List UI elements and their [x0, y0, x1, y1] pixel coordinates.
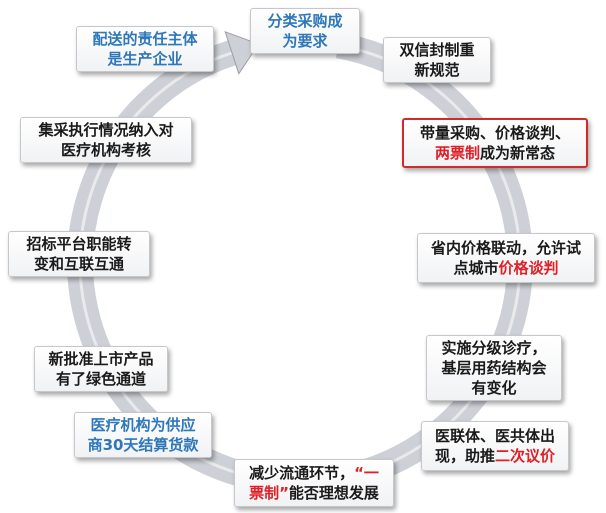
step-text: 带量采购、价格谈判、两票制成为新常态: [420, 123, 570, 163]
step-procurement-assessment: 集采执行情况纳入对医疗机构考核: [20, 117, 192, 163]
step-text-line: 两票制成为新常态: [420, 143, 570, 163]
step-text-line: 双信封制重: [399, 40, 474, 60]
step-thirty-day-payment: 医疗机构为供应商30天结算货款: [74, 412, 212, 458]
step-volume-procurement: 带量采购、价格谈判、两票制成为新常态: [402, 118, 588, 168]
step-text-segment: 商30天结算货款: [87, 436, 199, 454]
step-text-segment: 成为新常态: [479, 144, 555, 162]
step-text-segment: 带量采购、价格谈判、: [419, 124, 570, 142]
step-text-segment: 实施分级诊疗，: [441, 339, 547, 357]
step-text-line: 招标平台职能转: [26, 234, 131, 254]
step-provincial-price-linkage: 省内价格联动，允许试点城市价格谈判: [417, 233, 595, 283]
step-text-line: 实施分级诊疗，: [441, 338, 546, 358]
step-text-line: 商30天结算货款: [88, 435, 199, 455]
step-text-segment: 变和互联互通: [33, 255, 124, 273]
highlighted-text: 票制”: [249, 484, 289, 502]
step-text: 省内价格联动，允许试点城市价格谈判: [431, 238, 581, 278]
step-text-segment: 新批准上市产品: [48, 350, 154, 368]
step-green-channel: 新批准上市产品有了绿色通道: [34, 346, 168, 392]
step-text: 减少流通环节，“一票制”能否理想发展: [249, 463, 379, 503]
step-text-line: 带量采购、价格谈判、: [420, 123, 570, 143]
step-text-line: 省内价格联动，允许试: [431, 238, 581, 258]
highlighted-text: “一: [354, 464, 379, 482]
step-text: 双信封制重新规范: [399, 40, 474, 80]
step-tiered-diagnosis: 实施分级诊疗， 基层用药结构会有变化: [426, 335, 562, 401]
highlighted-text: 价格谈判: [498, 259, 559, 277]
step-text-line: 集采执行情况纳入对: [38, 120, 173, 140]
highlighted-text: 二次议价: [495, 447, 556, 465]
step-text-line: 配送的责任主体: [92, 29, 197, 49]
step-platform-transformation: 招标平台职能转变和互联互通: [8, 231, 150, 277]
step-reduce-circulation: 减少流通环节，“一票制”能否理想发展: [234, 459, 394, 507]
step-text-line: 分类采购成: [267, 11, 342, 31]
step-text-line: 基层用药结构会: [441, 358, 546, 378]
step-text-segment: 基层用药结构会: [441, 359, 547, 377]
step-text-segment: 有了绿色通道: [55, 370, 146, 388]
step-text-line: 减少流通环节，“一: [249, 463, 379, 483]
step-text-line: 点城市价格谈判: [431, 258, 581, 278]
step-medical-alliance: 医联体、医共体出现，助推二次议价: [421, 421, 569, 471]
highlighted-text: 两票制: [434, 144, 480, 162]
step-text-segment: 现，助推: [434, 447, 495, 465]
step-text-line: 医联体、医共体出: [435, 426, 555, 446]
step-text-segment: 双信封制重: [399, 41, 475, 59]
step-two-envelope: 双信封制重新规范: [383, 37, 491, 83]
step-text: 配送的责任主体是生产企业: [92, 29, 197, 69]
step-text-segment: 为要求: [282, 32, 328, 50]
step-text-line: 变和互联互通: [26, 254, 131, 274]
step-text-segment: 集采执行情况纳入对: [38, 121, 174, 139]
step-text-segment: 点城市: [453, 259, 499, 277]
step-text-segment: 有变化: [471, 379, 517, 397]
step-text: 新批准上市产品有了绿色通道: [48, 349, 153, 389]
step-text-segment: 招标平台职能转: [26, 235, 132, 253]
step-text: 集采执行情况纳入对医疗机构考核: [38, 120, 173, 160]
step-text-segment: 省内价格联动，允许试: [430, 239, 581, 257]
step-text-line: 医疗机构为供应: [88, 415, 199, 435]
step-text-segment: 分类采购成: [267, 12, 343, 30]
step-text-segment: 配送的责任主体: [92, 30, 198, 48]
step-text-segment: 医联体、医共体出: [434, 427, 555, 445]
step-text-line: 有变化: [441, 378, 546, 398]
step-text-line: 有了绿色通道: [48, 369, 153, 389]
step-text-line: 为要求: [267, 31, 342, 51]
step-text-segment: 减少流通环节，: [249, 464, 355, 482]
step-text-line: 新规范: [399, 60, 474, 80]
step-text: 医疗机构为供应商30天结算货款: [88, 415, 199, 455]
step-text: 招标平台职能转变和互联互通: [26, 234, 131, 274]
step-text-segment: 是生产企业: [107, 50, 183, 68]
step-text-line: 现，助推二次议价: [435, 446, 555, 466]
step-classified-procurement: 分类采购成为要求: [250, 8, 360, 54]
step-text-segment: 医疗机构为供应: [90, 416, 196, 434]
step-text: 分类采购成为要求: [267, 11, 342, 51]
step-text-line: 医疗机构考核: [38, 140, 173, 160]
step-text: 实施分级诊疗， 基层用药结构会有变化: [441, 338, 546, 398]
step-text-segment: 新规范: [414, 61, 460, 79]
step-text-segment: 医疗机构考核: [60, 141, 151, 159]
step-text: 医联体、医共体出现，助推二次议价: [435, 426, 555, 466]
step-text-line: 票制”能否理想发展: [249, 483, 379, 503]
step-text-line: 新批准上市产品: [48, 349, 153, 369]
step-text-line: 是生产企业: [92, 49, 197, 69]
step-delivery-responsibility: 配送的责任主体是生产企业: [76, 26, 214, 72]
step-text-segment: 能否理想发展: [288, 484, 379, 502]
